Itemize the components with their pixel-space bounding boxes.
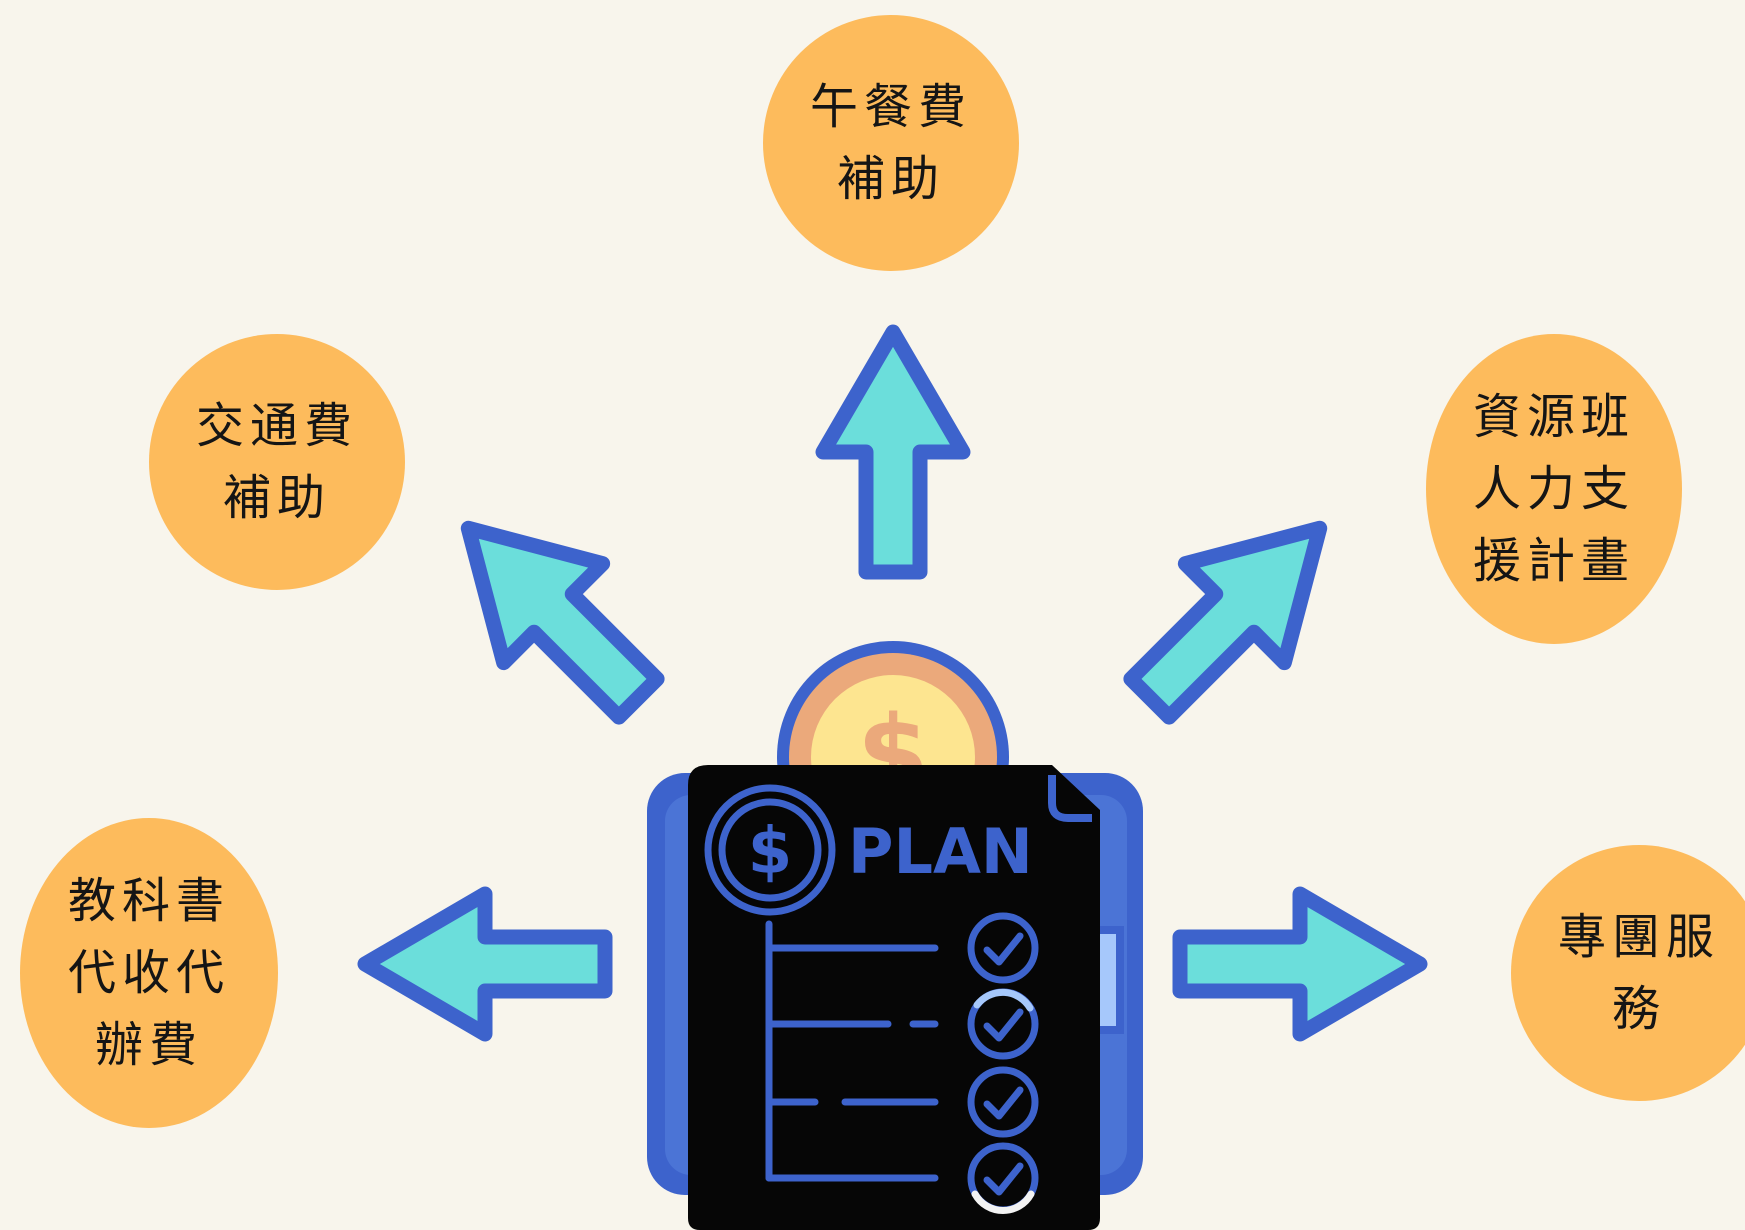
bubble-line: 代收代 xyxy=(67,945,230,1001)
bubble-line: 交通費 xyxy=(195,398,358,454)
check-circle-icon xyxy=(967,912,1039,984)
check-circle-icon xyxy=(967,1066,1039,1138)
bubble-lunch-subsidy: 午餐費 補助 xyxy=(763,15,1019,271)
arrow-right xyxy=(1180,894,1420,1034)
bubble-resource-class-support: 資源班 人力支 援計畫 xyxy=(1426,334,1682,644)
check-circle-icon xyxy=(967,988,1039,1060)
bubble-line: 午餐費 xyxy=(809,79,972,135)
arrow-up xyxy=(823,332,963,572)
plan-title: PLAN xyxy=(848,815,1033,888)
bubble-line: 資源班 xyxy=(1472,389,1635,445)
bubble-line: 務 xyxy=(1611,981,1666,1037)
arrow-left xyxy=(365,894,605,1034)
bubble-line: 援計畫 xyxy=(1472,533,1635,589)
bubble-transport-subsidy: 交通費 補助 xyxy=(149,334,405,590)
badge-dollar-symbol: $ xyxy=(748,815,793,889)
bubble-line: 人力支 xyxy=(1472,461,1635,517)
bubble-line: 補助 xyxy=(222,470,331,526)
bubble-line: 辦費 xyxy=(94,1017,203,1073)
bubble-line: 教科書 xyxy=(67,873,230,929)
bubble-line: 補助 xyxy=(836,151,945,207)
check-circle-icon xyxy=(967,1142,1039,1214)
arrow-upper-right xyxy=(1101,479,1370,748)
arrow-upper-left xyxy=(419,479,688,748)
bubble-textbook-fees: 教科書 代收代 辦費 xyxy=(20,818,278,1128)
bubble-team-services: 專團服 務 xyxy=(1511,845,1745,1101)
plan-document: $ xyxy=(688,765,1100,1230)
bubble-line: 專團服 xyxy=(1557,909,1720,965)
